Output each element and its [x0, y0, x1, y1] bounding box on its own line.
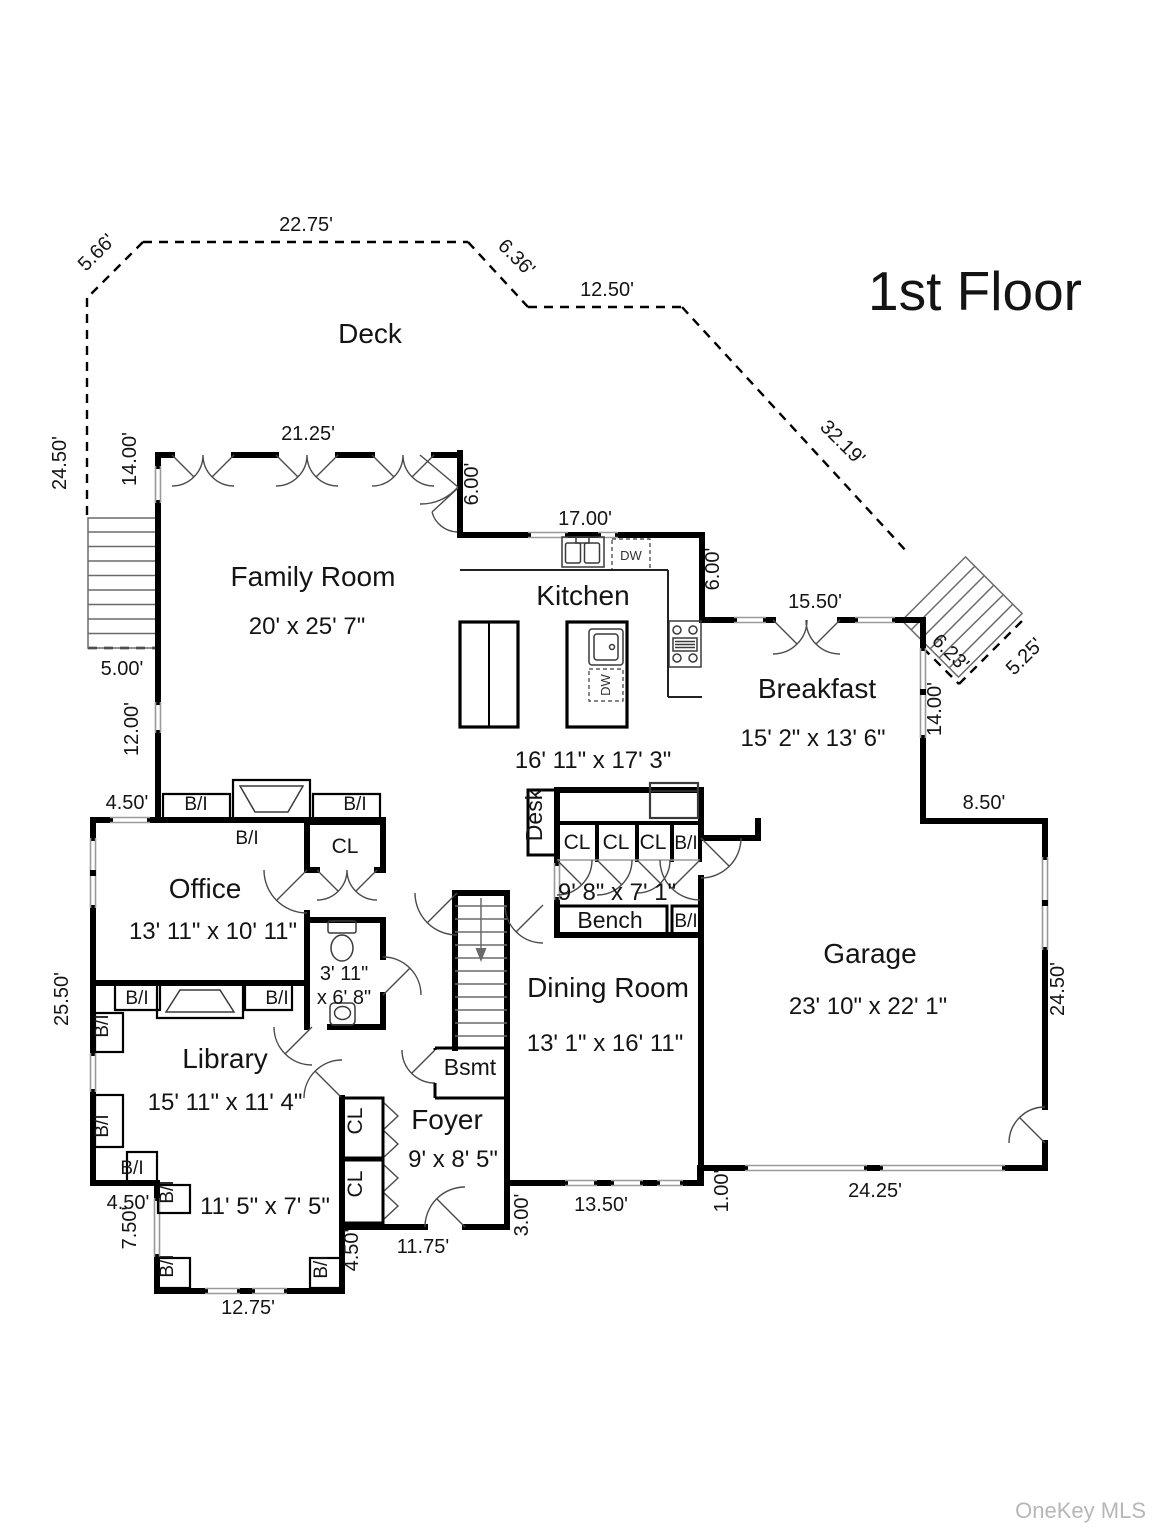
- dim-garage-bottom: 24.25': [848, 1180, 902, 1202]
- label-bench: Bench: [577, 907, 642, 933]
- label-bi-office-3: B/I: [235, 828, 258, 849]
- mudroom-fridge-icon: [648, 781, 700, 820]
- dim-deck-stair-b: 5.25': [1002, 634, 1048, 680]
- room-label-family: Family Room: [231, 561, 396, 592]
- foyer-closet-lower: [340, 1158, 385, 1225]
- label-cl-foyer-1: CL: [344, 1108, 367, 1135]
- fireplace-icon: [155, 778, 312, 1020]
- dw-label: DW: [620, 548, 642, 563]
- dim-garage-top: 8.50': [963, 792, 1006, 814]
- dim-deck-tl: 5.66': [74, 230, 120, 276]
- room-label-library: Library: [182, 1043, 268, 1074]
- foyer-closet-upper: [340, 1096, 385, 1160]
- dim-office-tl: 4.50': [106, 792, 149, 814]
- room-dims-office: 13' 11" x 10' 11": [129, 918, 297, 945]
- island-dw-label: DW: [598, 673, 613, 695]
- label-bi-left-3: B/I: [120, 1158, 143, 1179]
- built-ins: [93, 788, 702, 1290]
- stove-icon: [668, 620, 702, 668]
- deck-stairs-left: [87, 517, 158, 649]
- dim-deck-left: 24.50': [49, 436, 71, 490]
- label-bi-bench: B/I: [674, 911, 697, 932]
- main-staircase: [433, 898, 509, 1100]
- dim-foyer-bottom: 11.75': [397, 1236, 449, 1258]
- room-dims-bath-1: 3' 11": [320, 963, 368, 985]
- dim-family-right: 6.00': [461, 463, 483, 506]
- dim-deck-tr: 6.36': [493, 235, 539, 281]
- counters: [460, 569, 702, 698]
- room-label-office: Office: [169, 873, 242, 904]
- dim-dining-bottom: 13.50': [574, 1194, 628, 1216]
- dim-deck-stairs-w: 5.00': [101, 658, 144, 680]
- label-bi-office-1: B/I: [184, 794, 207, 815]
- label-bsmt: Bsmt: [444, 1054, 497, 1080]
- room-dims-family: 20' x 25' 7": [249, 613, 365, 640]
- label-bi-library-1: B/I: [125, 988, 148, 1009]
- dim-sitting-jog: 4.50': [107, 1192, 150, 1214]
- toilet-icon: [327, 920, 357, 962]
- room-label-foyer: Foyer: [411, 1104, 483, 1135]
- room-label-kitchen: Kitchen: [536, 580, 629, 611]
- bench-box: [555, 904, 669, 937]
- label-bi-sitting-3: B/I: [311, 1255, 332, 1278]
- room-dims-bath-2: x 6' 8": [317, 987, 371, 1009]
- label-desk: Desk: [521, 788, 547, 841]
- label-cl-1: CL: [564, 831, 591, 854]
- dim-deck-top: 22.75': [279, 214, 333, 236]
- labels: 1st Floor OneKey MLS Deck Family Room 20…: [49, 214, 1146, 1523]
- desk-box: [526, 788, 559, 857]
- kitchen-sink-icon: [561, 536, 605, 568]
- dim-breakfast-right: 14.00': [924, 682, 946, 736]
- label-cl-office: CL: [332, 835, 359, 858]
- windows: [89, 466, 1049, 1295]
- label-cl-2: CL: [603, 831, 630, 854]
- dim-garage-jog: 1.00': [711, 1170, 733, 1213]
- room-label-dining: Dining Room: [527, 972, 689, 1003]
- dim-foyer-side: 4.50': [341, 1229, 363, 1272]
- label-cl-foyer-2: CL: [344, 1171, 367, 1198]
- dim-breakfast-top: 15.50': [788, 591, 842, 613]
- fixtures: DW DW: [155, 536, 702, 1026]
- page-title: 1st Floor: [868, 260, 1082, 322]
- room-dims-breakfast: 15' 2" x 13' 6": [741, 725, 886, 752]
- dim-sitting-left: 7.50': [119, 1207, 141, 1250]
- room-dims-dining: 13' 1" x 16' 11": [527, 1030, 684, 1057]
- room-dims-library: 15' 11" x 11' 4": [148, 1089, 303, 1116]
- label-bi-left-2: B/I: [92, 1114, 113, 1137]
- dim-family-left-top: 14.00': [119, 432, 141, 486]
- label-cl-3: CL: [640, 831, 667, 854]
- watermark: OneKey MLS: [1015, 1498, 1146, 1523]
- bath-sink-icon: [329, 1002, 356, 1026]
- label-bi-library-2: B/I: [265, 988, 288, 1009]
- dim-garage-right: 24.50': [1047, 962, 1069, 1016]
- room-label-deck: Deck: [338, 318, 403, 349]
- dim-sitting-bottom: 12.75': [221, 1297, 275, 1319]
- doors: [171, 454, 1046, 1228]
- dishwasher-icon: DW: [611, 538, 651, 571]
- room-dims-garage: 23' 10" x 22' 1": [789, 993, 947, 1020]
- dim-family-left-mid: 12.00': [121, 702, 143, 756]
- room-dims-sitting: 11' 5" x 7' 5": [200, 1193, 330, 1220]
- label-bi-sitting-2: B/I: [157, 1254, 178, 1277]
- label-bi-left-1: B/I: [92, 1014, 113, 1037]
- dim-kitchen-top: 17.00': [558, 508, 612, 530]
- stair-direction-arrow: [475, 948, 487, 962]
- dim-kitchen-right: 6.00': [702, 548, 724, 591]
- room-label-garage: Garage: [823, 938, 916, 969]
- dim-deck-right-h: 12.50': [580, 279, 634, 301]
- room-dims-hall: 9' 8" x 7' 1": [558, 879, 676, 906]
- label-bi-sitting-1: B/I: [157, 1180, 178, 1203]
- label-bi-mudroom: B/I: [674, 833, 697, 854]
- refrigerator-icon: [458, 620, 520, 729]
- room-dims-kitchen: 16' 11" x 17' 3": [515, 747, 672, 774]
- label-bi-office-2: B/I: [343, 794, 366, 815]
- room-label-breakfast: Breakfast: [758, 673, 876, 704]
- dim-family-top: 21.25': [281, 423, 335, 445]
- dim-dining-step: 3.00': [511, 1194, 533, 1237]
- room-dims-foyer: 9' x 8' 5": [408, 1146, 498, 1173]
- dim-left-wall: 25.50': [51, 972, 73, 1026]
- kitchen-island: DW: [565, 620, 629, 729]
- deck-stairs-right: [900, 555, 1024, 679]
